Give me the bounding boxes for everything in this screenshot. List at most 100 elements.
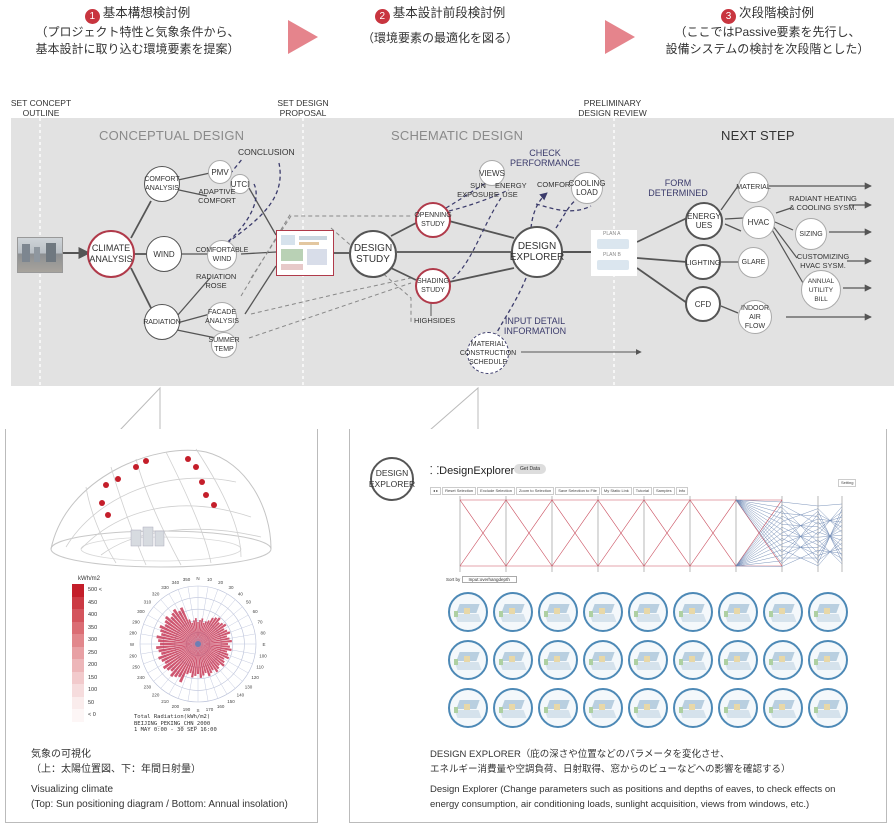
label-conclusion: CONCLUSION xyxy=(238,147,295,157)
design-thumbnail[interactable] xyxy=(493,640,533,680)
svg-text:200: 200 xyxy=(172,704,180,709)
legend-unit: kWh/m2 xyxy=(78,576,101,582)
toolbar-arrows[interactable]: ◂ ▸ xyxy=(430,487,442,495)
design-thumbnail[interactable] xyxy=(448,688,488,728)
concept-board-image xyxy=(276,230,334,276)
design-thumbnail[interactable] xyxy=(538,592,578,632)
legend-label: 500 < xyxy=(88,587,102,593)
right-caption: DESIGN EXPLORER（庇の深さや位置などのパラメータを変化させ、 エネ… xyxy=(430,749,836,810)
design-thumbnail[interactable] xyxy=(763,640,803,680)
setting-button[interactable]: Setting xyxy=(838,479,857,487)
design-thumbnail[interactable] xyxy=(448,592,488,632)
legend-label: 300 xyxy=(88,637,98,643)
legend-swatch xyxy=(72,621,84,634)
sun-path-diagram xyxy=(50,448,272,568)
design-thumbnail[interactable] xyxy=(628,688,668,728)
svg-text:240: 240 xyxy=(137,675,145,680)
legend-swatch xyxy=(72,659,84,672)
design-thumbnail[interactable] xyxy=(763,592,803,632)
node-wind: WIND xyxy=(146,236,182,272)
stage-2-line1: （環境要素の最適化を図る） xyxy=(361,31,518,45)
parallel-coordinates-chart xyxy=(459,496,843,572)
svg-text:250: 250 xyxy=(132,665,140,670)
get-data-button[interactable]: Get Data xyxy=(514,464,547,474)
node-hvac: HVAC xyxy=(742,206,775,239)
legend-swatch xyxy=(72,584,84,597)
stage-2-title: 基本設計前段検討例 xyxy=(392,6,506,20)
design-thumbnail[interactable] xyxy=(763,688,803,728)
static-link-button[interactable]: My Static Link xyxy=(600,487,632,495)
app-title: ⸬DesignExplorer xyxy=(430,465,515,477)
svg-text:320: 320 xyxy=(152,591,160,596)
stage-3-title: 次段階検討例 xyxy=(738,6,814,20)
svg-text:220: 220 xyxy=(152,693,160,698)
design-thumbnail[interactable] xyxy=(538,640,578,680)
svg-text:80: 80 xyxy=(260,631,266,636)
design-thumbnail[interactable] xyxy=(583,688,623,728)
design-thumbnail[interactable] xyxy=(583,640,623,680)
sort-select[interactable]: Input:overhangdepth xyxy=(461,576,517,583)
design-thumbnail[interactable] xyxy=(808,688,848,728)
design-thumbnail[interactable] xyxy=(448,640,488,680)
svg-text:230: 230 xyxy=(144,684,152,689)
node-pmv: PMV xyxy=(208,160,232,184)
design-thumbnail[interactable] xyxy=(493,592,533,632)
svg-text:300: 300 xyxy=(137,609,145,614)
legend-swatch xyxy=(72,646,84,659)
svg-text:150: 150 xyxy=(227,699,235,704)
legend-swatch xyxy=(72,696,84,709)
reset-selection-button[interactable]: Reset Selection xyxy=(442,487,477,495)
design-thumbnail[interactable] xyxy=(673,592,713,632)
design-thumbnail[interactable] xyxy=(538,688,578,728)
tutorial-button[interactable]: Tutorial xyxy=(632,487,652,495)
zoom-selection-button[interactable]: Zoom to Selection xyxy=(515,487,555,495)
stage-1-line1: （プロジェクト特性と気象条件から、 xyxy=(35,25,240,39)
svg-text:280: 280 xyxy=(129,631,137,636)
exclude-selection-button[interactable]: Exclude Selection xyxy=(477,487,515,495)
legend-swatch xyxy=(72,671,84,684)
svg-text:130: 130 xyxy=(245,684,253,689)
save-selection-button[interactable]: Save Selection to File xyxy=(555,487,600,495)
stage-arrow-1 xyxy=(288,20,318,54)
design-thumbnail[interactable] xyxy=(673,640,713,680)
design-thumbnail[interactable] xyxy=(673,688,713,728)
design-thumbnail[interactable] xyxy=(718,688,758,728)
label-radiant: RADIANT HEATING& COOLING SYSM. xyxy=(789,194,857,212)
info-button[interactable]: Info xyxy=(675,487,689,495)
legend-swatch xyxy=(72,634,84,647)
design-thumbnail[interactable] xyxy=(628,640,668,680)
svg-text:260: 260 xyxy=(129,653,137,658)
design-thumbnail[interactable] xyxy=(583,592,623,632)
legend-label: 450 xyxy=(88,599,98,606)
workflow-connectors xyxy=(39,118,872,386)
design-thumbnail[interactable] xyxy=(808,592,848,632)
svg-text:310: 310 xyxy=(144,600,152,605)
design-thumbnail[interactable] xyxy=(718,592,758,632)
svg-text:120: 120 xyxy=(251,675,259,680)
samples-button[interactable]: Samples xyxy=(653,487,675,495)
node-views: VIEWS xyxy=(479,160,505,186)
svg-text:30: 30 xyxy=(228,585,234,590)
design-thumbnail[interactable] xyxy=(628,592,668,632)
svg-text:60: 60 xyxy=(253,609,259,614)
stage-2-number: 2 xyxy=(374,9,390,24)
design-thumbnail[interactable] xyxy=(718,640,758,680)
label-highsides: HIGHSIDES xyxy=(414,316,456,325)
design-thumbnail[interactable] xyxy=(808,640,848,680)
node-lighting: LIGHTING xyxy=(685,244,721,280)
design-thumbnail[interactable] xyxy=(493,688,533,728)
label-comfort-2: COMFORT xyxy=(537,180,575,189)
